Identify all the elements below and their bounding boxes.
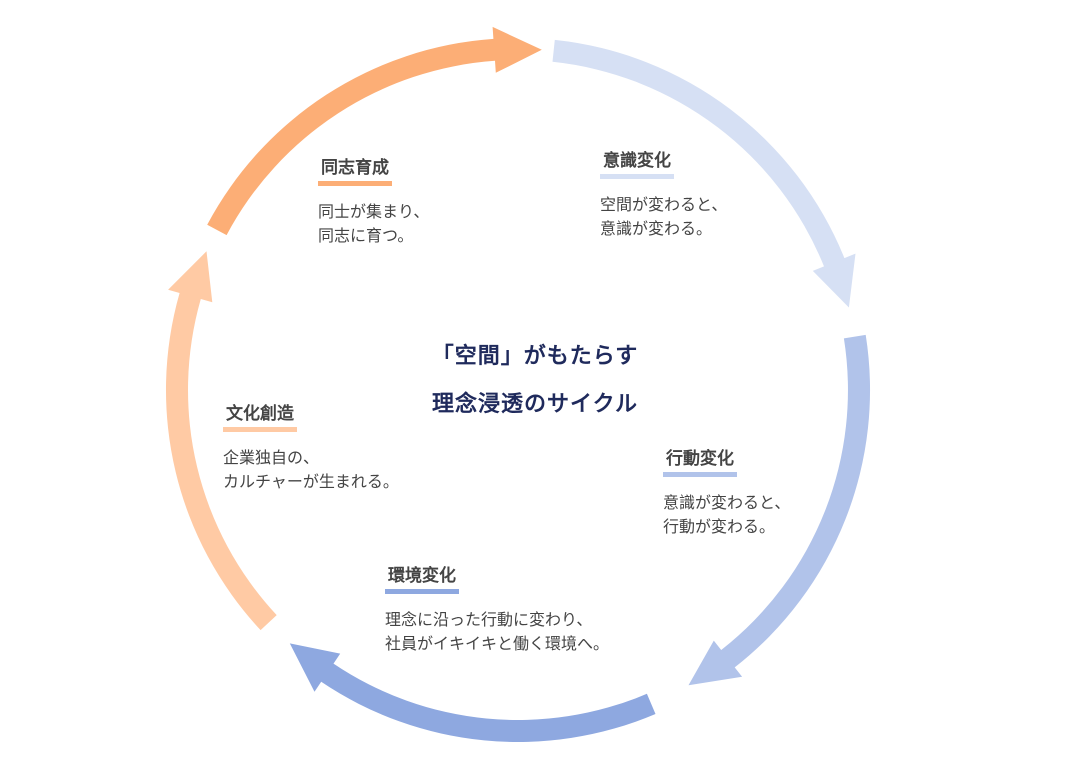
stage-bunka-label: 文化創造 [223, 399, 297, 432]
stage-doshi-desc-line2: 同志に育つ。 [318, 226, 414, 245]
stage-kankyo-desc: 理念に沿った行動に変わり、 社員がイキイキと働く環境へ。 [385, 608, 609, 656]
stage-doshi-desc: 同士が集まり、 同志に育つ。 [318, 200, 429, 248]
stage-kodo-desc-line1: 意識が変わると、 [663, 493, 791, 512]
stage-bunka-desc: 企業独自の、 カルチャーが生まれる。 [223, 446, 399, 494]
stage-kodo-desc-line2: 行動が変わる。 [663, 517, 776, 536]
cycle-arrow-doshi [207, 26, 542, 236]
stage-kodo-label: 行動変化 [663, 444, 737, 477]
stage-ishiki: 意識変化 空間が変わると、 意識が変わる。 [600, 146, 727, 241]
stage-doshi: 同志育成 同士が集まり、 同志に育つ。 [318, 153, 429, 248]
cycle-title-line2: 理念浸透のサイクル [432, 392, 638, 417]
cycle-arrow-kodo [688, 334, 871, 686]
stage-bunka: 文化創造 企業独自の、 カルチャーが生まれる。 [223, 399, 399, 494]
stage-kankyo-desc-line2: 社員がイキイキと働く環境へ。 [385, 634, 610, 653]
stage-ishiki-desc-line1: 空間が変わると、 [600, 195, 728, 214]
stage-ishiki-desc-line2: 意識が変わる。 [600, 219, 713, 238]
stage-ishiki-desc: 空間が変わると、 意識が変わる。 [600, 193, 727, 241]
stage-kodo-desc: 意識が変わると、 行動が変わる。 [663, 491, 790, 539]
stage-doshi-desc-line1: 同士が集まり、 [318, 202, 430, 221]
stage-bunka-desc-line2: カルチャーが生まれる。 [223, 472, 399, 491]
cycle-arrow-ishiki [552, 39, 856, 308]
cycle-arrow-bunka [165, 251, 277, 631]
cycle-title-line1: 「空間」がもたらす [431, 344, 639, 369]
stage-doshi-label: 同志育成 [318, 153, 392, 186]
stage-kodo: 行動変化 意識が変わると、 行動が変わる。 [663, 444, 790, 539]
cycle-arrow-kankyo [289, 643, 656, 742]
stage-kankyo: 環境変化 理念に沿った行動に変わり、 社員がイキイキと働く環境へ。 [385, 561, 609, 656]
stage-kankyo-desc-line1: 理念に沿った行動に変わり、 [385, 610, 593, 629]
stage-bunka-desc-line1: 企業独自の、 [223, 448, 320, 467]
stage-ishiki-label: 意識変化 [600, 146, 674, 179]
stage-kankyo-label: 環境変化 [385, 561, 459, 594]
